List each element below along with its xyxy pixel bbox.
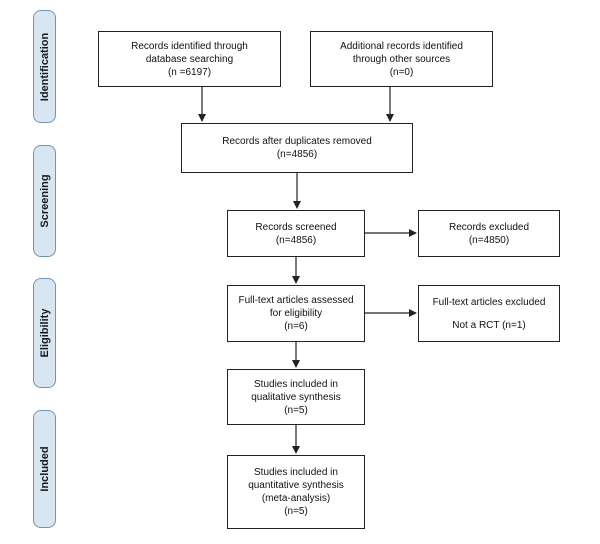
after-duplicates-line2: (n=4856) [276,149,318,160]
fulltext-assessed-line3: (n=6) [284,321,308,332]
box-records-excluded: Records excluded (n=4850) [418,210,560,257]
box-fulltext-assessed: Full-text articles assessed for eligibil… [227,285,365,342]
stage-included: Included [33,410,56,528]
qualitative-line3: (n=5) [284,404,308,416]
db-search-line2: database searching [145,53,234,65]
box-after-duplicates: Records after duplicates removed (n=4856… [181,123,413,173]
qualitative-line1: Studies included in [254,378,338,390]
quantitative-line3: (meta-analysis) [261,493,331,504]
box-quantitative-synthesis: Studies included in quantitative synthes… [227,455,365,529]
fulltext-assessed-line2: for eligibility [269,308,323,319]
stage-identification: Identification [33,10,56,123]
other-sources-line1: Additional records identified [340,40,463,52]
excluded-line2: (n=4850) [468,234,510,246]
box-additional-records: Additional records identified through ot… [310,31,493,87]
fulltext-excluded-line2: Not a RCT (n=1) [452,319,526,331]
quantitative-line1: Studies included in [254,467,338,478]
excluded-line1: Records excluded [448,221,530,233]
db-search-line3: (n =6197) [167,66,212,78]
screened-line1: Records screened [255,221,337,233]
qualitative-line2: qualitative synthesis [251,391,341,403]
screened-line2: (n=4856) [275,234,317,246]
after-duplicates-line1: Records after duplicates removed [222,136,372,147]
db-search-line1: Records identified through [131,40,248,52]
other-sources-line2: through other sources [352,53,451,65]
quantitative-line2: quantitative synthesis [248,480,344,491]
stage-eligibility: Eligibility [33,278,56,388]
stage-screening: Screening [33,145,56,257]
box-qualitative-synthesis: Studies included in qualitative synthesi… [227,369,365,425]
quantitative-line4: (n=5) [284,506,308,517]
box-fulltext-excluded: Full-text articles excluded Not a RCT (n… [418,285,560,342]
fulltext-assessed-line1: Full-text articles assessed [238,295,354,306]
fulltext-excluded-line1: Full-text articles excluded [432,296,546,308]
box-database-records: Records identified through database sear… [98,31,281,87]
other-sources-line3: (n=0) [389,66,414,78]
box-records-screened: Records screened (n=4856) [227,210,365,257]
